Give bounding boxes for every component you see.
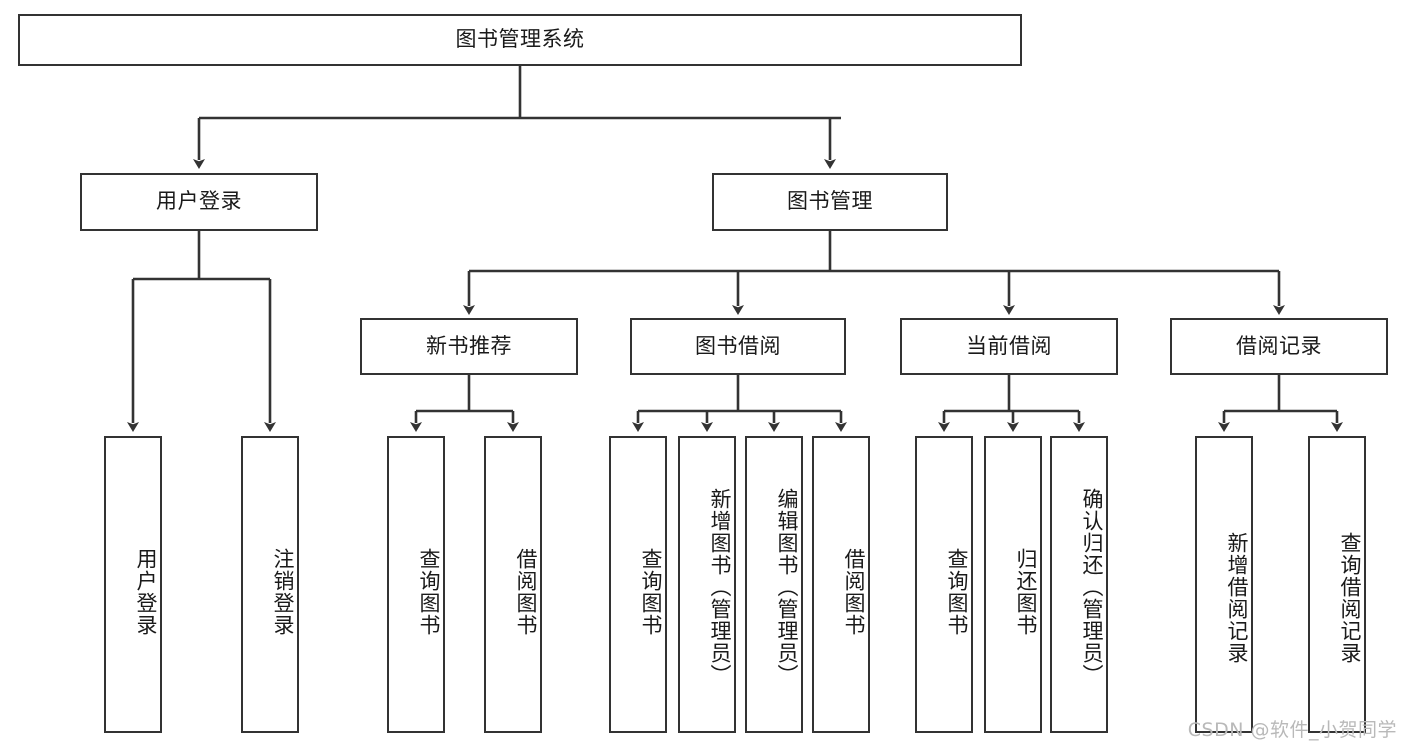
- node-user-login[interactable]: 用户登录: [80, 173, 318, 231]
- node-leaf-add-borrow-record[interactable]: 新增借阅记录: [1195, 436, 1253, 733]
- node-leaf-return-book[interactable]: 归还图书: [984, 436, 1042, 733]
- node-current-borrow-label: 当前借阅: [966, 333, 1052, 358]
- node-leaf-confirm-return-admin[interactable]: 确认归还（管理员）: [1050, 436, 1108, 733]
- node-leaf-add-book-admin[interactable]: 新增图书（管理员）: [678, 436, 736, 733]
- node-leaf-query-book-borrow[interactable]: 查询图书: [609, 436, 667, 733]
- node-leaf-edit-book-admin-label: 编辑图书（管理员）: [775, 487, 799, 686]
- node-new-book-recommend-label: 新书推荐: [426, 333, 512, 358]
- node-leaf-borrow-book[interactable]: 借阅图书: [812, 436, 870, 733]
- node-leaf-add-book-admin-label: 新增图书（管理员）: [708, 487, 732, 686]
- node-leaf-user-login[interactable]: 用户登录: [104, 436, 162, 733]
- node-book-manage[interactable]: 图书管理: [712, 173, 948, 231]
- node-leaf-query-book-current-label: 查询图书: [945, 547, 969, 636]
- node-borrow-records[interactable]: 借阅记录: [1170, 318, 1388, 375]
- node-root[interactable]: 图书管理系统: [18, 14, 1022, 66]
- node-leaf-query-book-current[interactable]: 查询图书: [915, 436, 973, 733]
- node-leaf-query-book-borrow-label: 查询图书: [639, 547, 663, 636]
- node-leaf-logout-label: 注销登录: [271, 547, 295, 636]
- node-leaf-logout[interactable]: 注销登录: [241, 436, 299, 733]
- node-leaf-query-book-recommend[interactable]: 查询图书: [387, 436, 445, 733]
- node-book-borrow[interactable]: 图书借阅: [630, 318, 846, 375]
- node-new-book-recommend[interactable]: 新书推荐: [360, 318, 578, 375]
- node-current-borrow[interactable]: 当前借阅: [900, 318, 1118, 375]
- node-borrow-records-label: 借阅记录: [1236, 333, 1322, 358]
- node-leaf-query-book-recommend-label: 查询图书: [417, 547, 441, 636]
- node-leaf-borrow-book-label: 借阅图书: [842, 547, 866, 636]
- node-book-borrow-label: 图书借阅: [695, 333, 781, 358]
- node-leaf-query-borrow-record-label: 查询借阅记录: [1338, 531, 1362, 664]
- node-leaf-query-borrow-record[interactable]: 查询借阅记录: [1308, 436, 1366, 733]
- node-leaf-return-book-label: 归还图书: [1014, 547, 1038, 636]
- node-leaf-edit-book-admin[interactable]: 编辑图书（管理员）: [745, 436, 803, 733]
- node-leaf-user-login-label: 用户登录: [134, 547, 158, 636]
- node-leaf-borrow-book-recommend-label: 借阅图书: [514, 547, 538, 636]
- node-root-label: 图书管理系统: [455, 27, 585, 52]
- csdn-watermark: CSDN @软件_小贺同学: [1187, 719, 1397, 741]
- node-leaf-add-borrow-record-label: 新增借阅记录: [1225, 531, 1249, 664]
- node-book-manage-label: 图书管理: [787, 189, 873, 214]
- node-leaf-borrow-book-recommend[interactable]: 借阅图书: [484, 436, 542, 733]
- node-leaf-confirm-return-admin-label: 确认归还（管理员）: [1080, 487, 1104, 686]
- node-user-login-label: 用户登录: [156, 189, 242, 214]
